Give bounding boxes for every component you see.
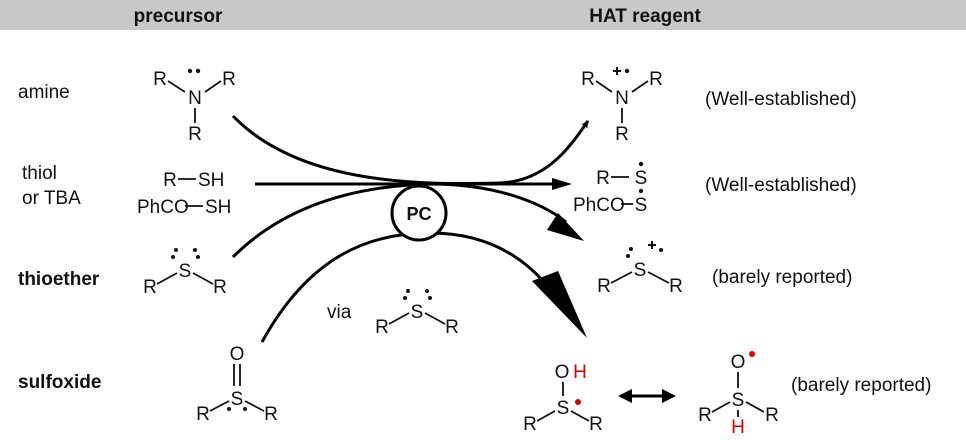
svg-text:R: R xyxy=(649,69,663,90)
svg-text:S: S xyxy=(635,195,648,216)
svg-text:H: H xyxy=(573,362,587,383)
via-thioether-structure: R S R xyxy=(375,289,459,338)
photocatalyst-label: PC xyxy=(406,204,431,224)
svg-text:R: R xyxy=(445,317,459,338)
svg-text:R: R xyxy=(765,405,779,426)
sulfoxide-arrow xyxy=(260,231,546,343)
svg-text:R: R xyxy=(153,69,167,90)
resonance-arrow xyxy=(618,389,676,403)
thioether-structure: R S R xyxy=(143,248,227,298)
svg-text:R: R xyxy=(581,69,595,90)
svg-text:N: N xyxy=(188,88,202,109)
svg-text:S: S xyxy=(557,398,570,419)
svg-text:R: R xyxy=(213,277,227,298)
svg-text:R: R xyxy=(669,276,683,297)
sulfoxide-structure: O S R R xyxy=(196,344,278,425)
sulfoxide-label: sulfoxide xyxy=(18,372,101,393)
hydroxysulfuranyl-radical: O H S R R xyxy=(523,362,603,435)
svg-text:O: O xyxy=(731,352,746,373)
amine-structure: R N R R xyxy=(153,68,236,145)
svg-text:S: S xyxy=(411,302,424,323)
svg-text:S: S xyxy=(634,260,647,281)
svg-text:R: R xyxy=(523,414,537,435)
thiyl-radicals: R S PhCO S xyxy=(573,161,648,216)
thioether-label: thioether xyxy=(18,269,100,290)
svg-text:R: R xyxy=(596,168,610,189)
svg-text:R: R xyxy=(589,414,603,435)
amine-arrow xyxy=(231,114,590,186)
tba-label: or TBA xyxy=(22,188,81,209)
thioether-arrow xyxy=(231,182,567,259)
thiol-status: (Well-established) xyxy=(705,175,857,196)
amine-label: amine xyxy=(18,82,70,103)
thiol-structure: R SH PhCO SH xyxy=(137,170,231,218)
svg-text:PhCO: PhCO xyxy=(137,197,189,218)
via-label: via xyxy=(327,302,352,323)
svg-text:O: O xyxy=(230,344,245,365)
svg-text:SH: SH xyxy=(205,197,231,218)
svg-text:O: O xyxy=(555,362,570,383)
svg-text:R: R xyxy=(597,276,611,297)
header-band xyxy=(0,0,966,30)
svg-text:S: S xyxy=(179,261,192,282)
svg-text:N: N xyxy=(615,88,629,109)
svg-text:R: R xyxy=(264,404,278,425)
thioether-radical-cation: R S R xyxy=(597,241,683,297)
svg-text:S: S xyxy=(732,390,745,411)
sulfinyl-oxygen-radical: O S H R R xyxy=(698,351,779,438)
svg-text:R: R xyxy=(143,277,157,298)
thioether-status: (barely reported) xyxy=(712,267,852,288)
precursor-header: precursor xyxy=(134,6,223,27)
photocatalyst-circle xyxy=(390,184,448,242)
svg-text:R: R xyxy=(615,124,629,145)
svg-text:SH: SH xyxy=(198,170,224,191)
svg-text:R: R xyxy=(196,404,210,425)
svg-text:PhCO: PhCO xyxy=(573,195,625,216)
amine-status: (Well-established) xyxy=(705,89,857,110)
svg-text:R: R xyxy=(222,69,236,90)
amine-radical-cation: R N R R xyxy=(581,67,663,145)
thiol-label: thiol xyxy=(22,163,57,184)
svg-text:R: R xyxy=(188,124,202,145)
hat-reagent-header: HAT reagent xyxy=(589,6,701,27)
svg-text:S: S xyxy=(635,168,648,189)
svg-text:R: R xyxy=(698,405,712,426)
svg-text:S: S xyxy=(231,389,244,410)
svg-text:R: R xyxy=(163,170,177,191)
svg-text:H: H xyxy=(731,417,745,438)
sulfoxide-status: (barely reported) xyxy=(791,375,931,396)
svg-text:R: R xyxy=(375,317,389,338)
